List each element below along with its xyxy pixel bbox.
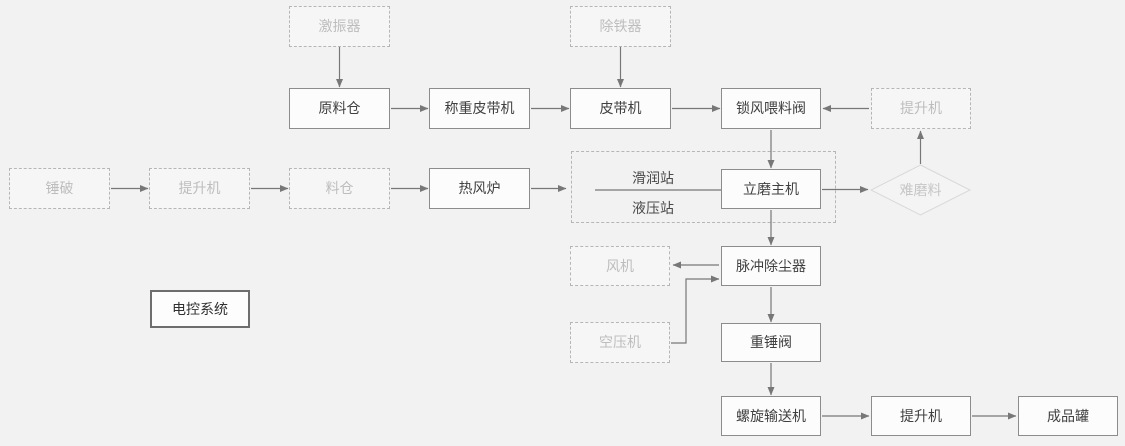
group-inner-line-layer (595, 189, 721, 191)
node-diankong-xitong[interactable]: 电控系统 (150, 290, 250, 328)
node-kongyaji[interactable]: 空压机 (570, 322, 670, 363)
node-chengzhong-pidaiji[interactable]: 称重皮带机 (429, 88, 530, 129)
node-tishengji-top[interactable]: 提升机 (871, 88, 971, 129)
node-suofeng-weiliaofa[interactable]: 锁风喂料阀 (721, 88, 821, 129)
node-tishengji-bottom[interactable]: 提升机 (871, 396, 971, 436)
node-chengpinguan[interactable]: 成品罐 (1018, 396, 1118, 436)
node-maichong-chuchenqi[interactable]: 脉冲除尘器 (721, 246, 821, 286)
node-chuipo[interactable]: 锤破 (9, 168, 110, 209)
node-nanmoliao[interactable]: 难磨料 (870, 164, 971, 216)
node-fengji[interactable]: 风机 (570, 246, 670, 286)
node-jizhenqi[interactable]: 激振器 (289, 6, 390, 47)
node-yuanliaocang[interactable]: 原料仓 (289, 88, 390, 129)
node-luoxuan-shusongji[interactable]: 螺旋输送机 (721, 396, 821, 436)
node-zhongchuifa[interactable]: 重锤阀 (721, 323, 821, 362)
edge-kongyaji-maichongchuchenqi (671, 275, 720, 344)
node-pidaiji[interactable]: 皮带机 (570, 88, 671, 129)
label-yeyazhan: 液压站 (632, 200, 674, 216)
node-liaocang[interactable]: 料仓 (289, 168, 390, 209)
label-huarunzhan: 滑润站 (632, 170, 674, 186)
node-tishengji-left[interactable]: 提升机 (149, 168, 250, 209)
node-chutieqi[interactable]: 除铁器 (570, 6, 671, 47)
node-limo-zhuji[interactable]: 立磨主机 (721, 169, 821, 209)
mill-station-group (571, 151, 836, 223)
diamond-shape (870, 164, 971, 216)
node-refenglu[interactable]: 热风炉 (429, 168, 530, 209)
node-nanmoliao-label: 难磨料 (899, 182, 942, 198)
